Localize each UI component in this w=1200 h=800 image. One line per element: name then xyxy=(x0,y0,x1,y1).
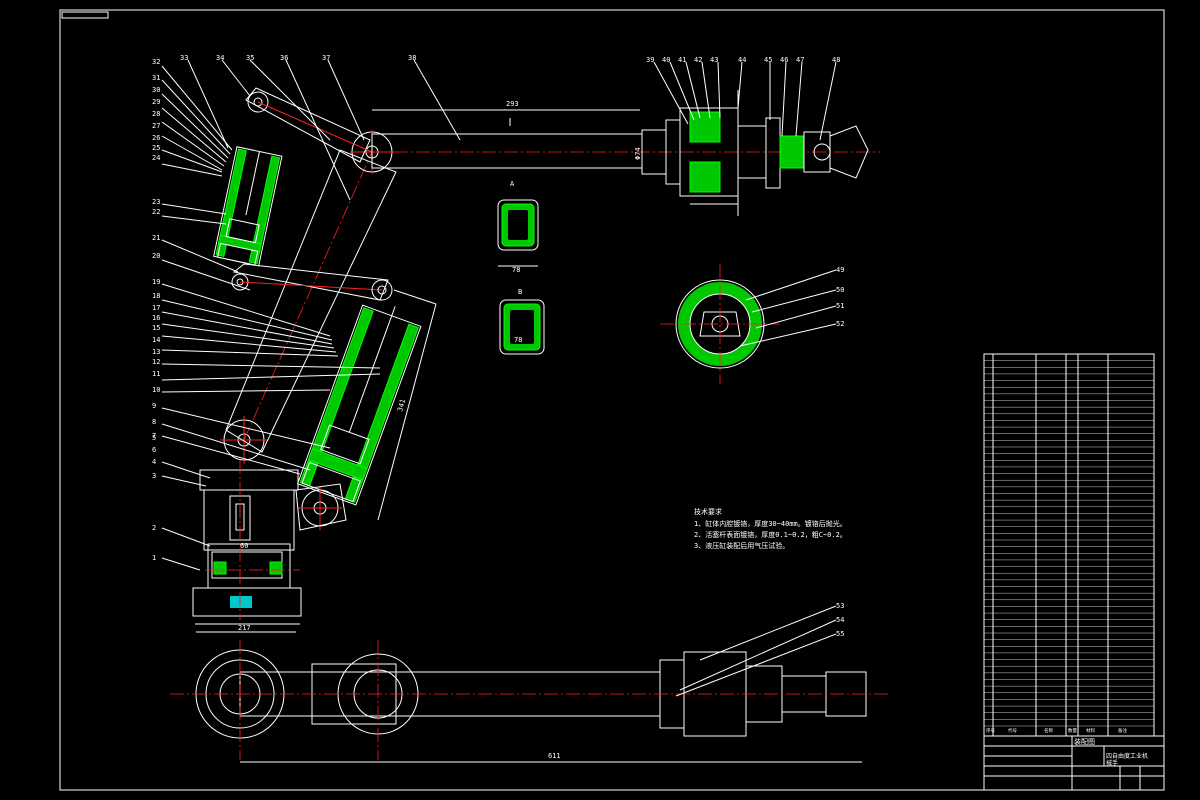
part-num-4: 4 xyxy=(152,458,156,466)
part-num-13: 13 xyxy=(152,348,160,356)
bom-footer-name: 名称 xyxy=(1044,727,1053,734)
part-num-36: 36 xyxy=(280,54,288,62)
part-num-30: 30 xyxy=(152,86,160,94)
part-num-53: 53 xyxy=(836,602,844,610)
part-num-38: 38 xyxy=(408,54,416,62)
part-num-21: 21 xyxy=(152,234,160,242)
part-num-2: 2 xyxy=(152,524,156,532)
bom-footer-remark: 备注 xyxy=(1118,727,1127,734)
bottom-plan-view: 611 217 60 xyxy=(170,542,890,763)
part-num-42: 42 xyxy=(694,56,702,64)
title-drawing-name: 装配图 xyxy=(1074,737,1095,746)
part-num-27: 27 xyxy=(152,122,160,130)
gripper-circle-view xyxy=(660,264,780,384)
part-num-51: 51 xyxy=(836,302,844,310)
dim-base-inner: 60 xyxy=(240,542,248,550)
part-num-8: 8 xyxy=(152,418,156,426)
part-num-45: 45 xyxy=(764,56,772,64)
tech-note-1: 1、缸体内腔镀铬，厚度30~40mm。镀铬后抛光。 xyxy=(694,519,847,528)
part-num-6: 6 xyxy=(152,446,156,454)
part-num-17: 17 xyxy=(152,304,160,312)
title-block: 装配图 四自由度工业机 械手 xyxy=(983,735,1165,791)
tech-note-3: 3、液压缸装配后用气压试验。 xyxy=(694,541,789,550)
part-num-46: 46 xyxy=(780,56,788,64)
part-numbers-top: 33 34 35 36 37 38 39 40 41 42 43 44 45 4… xyxy=(180,54,844,638)
bom-footer-material: 材料 xyxy=(1086,727,1095,734)
part-num-22: 22 xyxy=(152,208,160,216)
part-num-40: 40 xyxy=(662,56,670,64)
part-num-24: 24 xyxy=(152,154,160,162)
part-num-34: 34 xyxy=(216,54,224,62)
part-num-9: 9 xyxy=(152,402,156,410)
arm-assembly: 341 293 Φ74 xyxy=(192,87,880,625)
part-num-54: 54 xyxy=(836,616,844,624)
bom-rows xyxy=(984,360,1154,727)
dim-arm-dia: Φ74 xyxy=(634,147,642,160)
part-numbers-left: 32 31 30 29 28 27 26 25 24 23 22 21 20 1… xyxy=(152,58,160,562)
section-views: 78 A 78 B xyxy=(497,180,545,355)
tech-notes-heading: 技术要求 xyxy=(694,507,722,516)
part-num-49: 49 xyxy=(836,266,844,274)
part-num-12: 12 xyxy=(152,358,160,366)
dim-arm-length: 293 xyxy=(506,100,519,108)
tech-note-2: 2、活塞杆表面镀铬，厚度0.1~0.2，粗C~0.2。 xyxy=(694,530,847,539)
part-num-16: 16 xyxy=(152,314,160,322)
bom-table: 序号 代号 名称 数量 材料 备注 xyxy=(983,353,1155,737)
part-num-41: 41 xyxy=(678,56,686,64)
part-num-25: 25 xyxy=(152,144,160,152)
bom-footer-no: 序号 xyxy=(986,727,995,734)
part-num-11: 11 xyxy=(152,370,160,378)
leader-lines-top xyxy=(187,59,837,697)
part-num-7: 7 xyxy=(152,432,156,440)
section-b-mark: B xyxy=(518,288,522,296)
part-num-32: 32 xyxy=(152,58,160,66)
part-num-29: 29 xyxy=(152,98,160,106)
sheet-frame xyxy=(59,9,1165,791)
dim-section-b: 78 xyxy=(514,336,522,344)
leader-lines-left xyxy=(161,65,381,571)
part-num-10: 10 xyxy=(152,386,160,394)
part-num-23: 23 xyxy=(152,198,160,206)
technical-notes: 技术要求 1、缸体内腔镀铬，厚度30~40mm。镀铬后抛光。 2、活塞杆表面镀铬… xyxy=(694,507,847,550)
title-subtitle-2: 械手 xyxy=(1106,759,1118,767)
title-subtitle: 四自由度工业机 xyxy=(1106,752,1148,760)
part-num-44: 44 xyxy=(738,56,746,64)
part-num-26: 26 xyxy=(152,134,160,142)
part-num-52: 52 xyxy=(836,320,844,328)
dim-base-width: 217 xyxy=(238,624,251,632)
bom-footer-code: 代号 xyxy=(1008,727,1017,734)
part-num-20: 20 xyxy=(152,252,160,260)
bom-footer-qty: 数量 xyxy=(1068,727,1077,734)
part-num-28: 28 xyxy=(152,110,160,118)
part-num-14: 14 xyxy=(152,336,160,344)
part-num-55: 55 xyxy=(836,630,844,638)
part-num-39: 39 xyxy=(646,56,654,64)
dim-lower-length: 611 xyxy=(548,752,561,760)
part-num-31: 31 xyxy=(152,74,160,82)
part-num-18: 18 xyxy=(152,292,160,300)
dim-section-a: 78 xyxy=(512,266,520,274)
part-num-47: 47 xyxy=(796,56,804,64)
part-num-43: 43 xyxy=(710,56,718,64)
part-num-15: 15 xyxy=(152,324,160,332)
part-num-35: 35 xyxy=(246,54,254,62)
part-num-33: 33 xyxy=(180,54,188,62)
part-num-48: 48 xyxy=(832,56,840,64)
dim-side-diag: 341 xyxy=(396,398,407,412)
part-num-5: 5 xyxy=(152,434,156,442)
frame-corner-tag xyxy=(61,11,109,19)
part-num-50: 50 xyxy=(836,286,844,294)
part-num-1: 1 xyxy=(152,554,156,562)
section-a-mark: A xyxy=(510,180,515,188)
part-num-3: 3 xyxy=(152,472,156,480)
part-num-19: 19 xyxy=(152,278,160,286)
part-num-37: 37 xyxy=(322,54,330,62)
